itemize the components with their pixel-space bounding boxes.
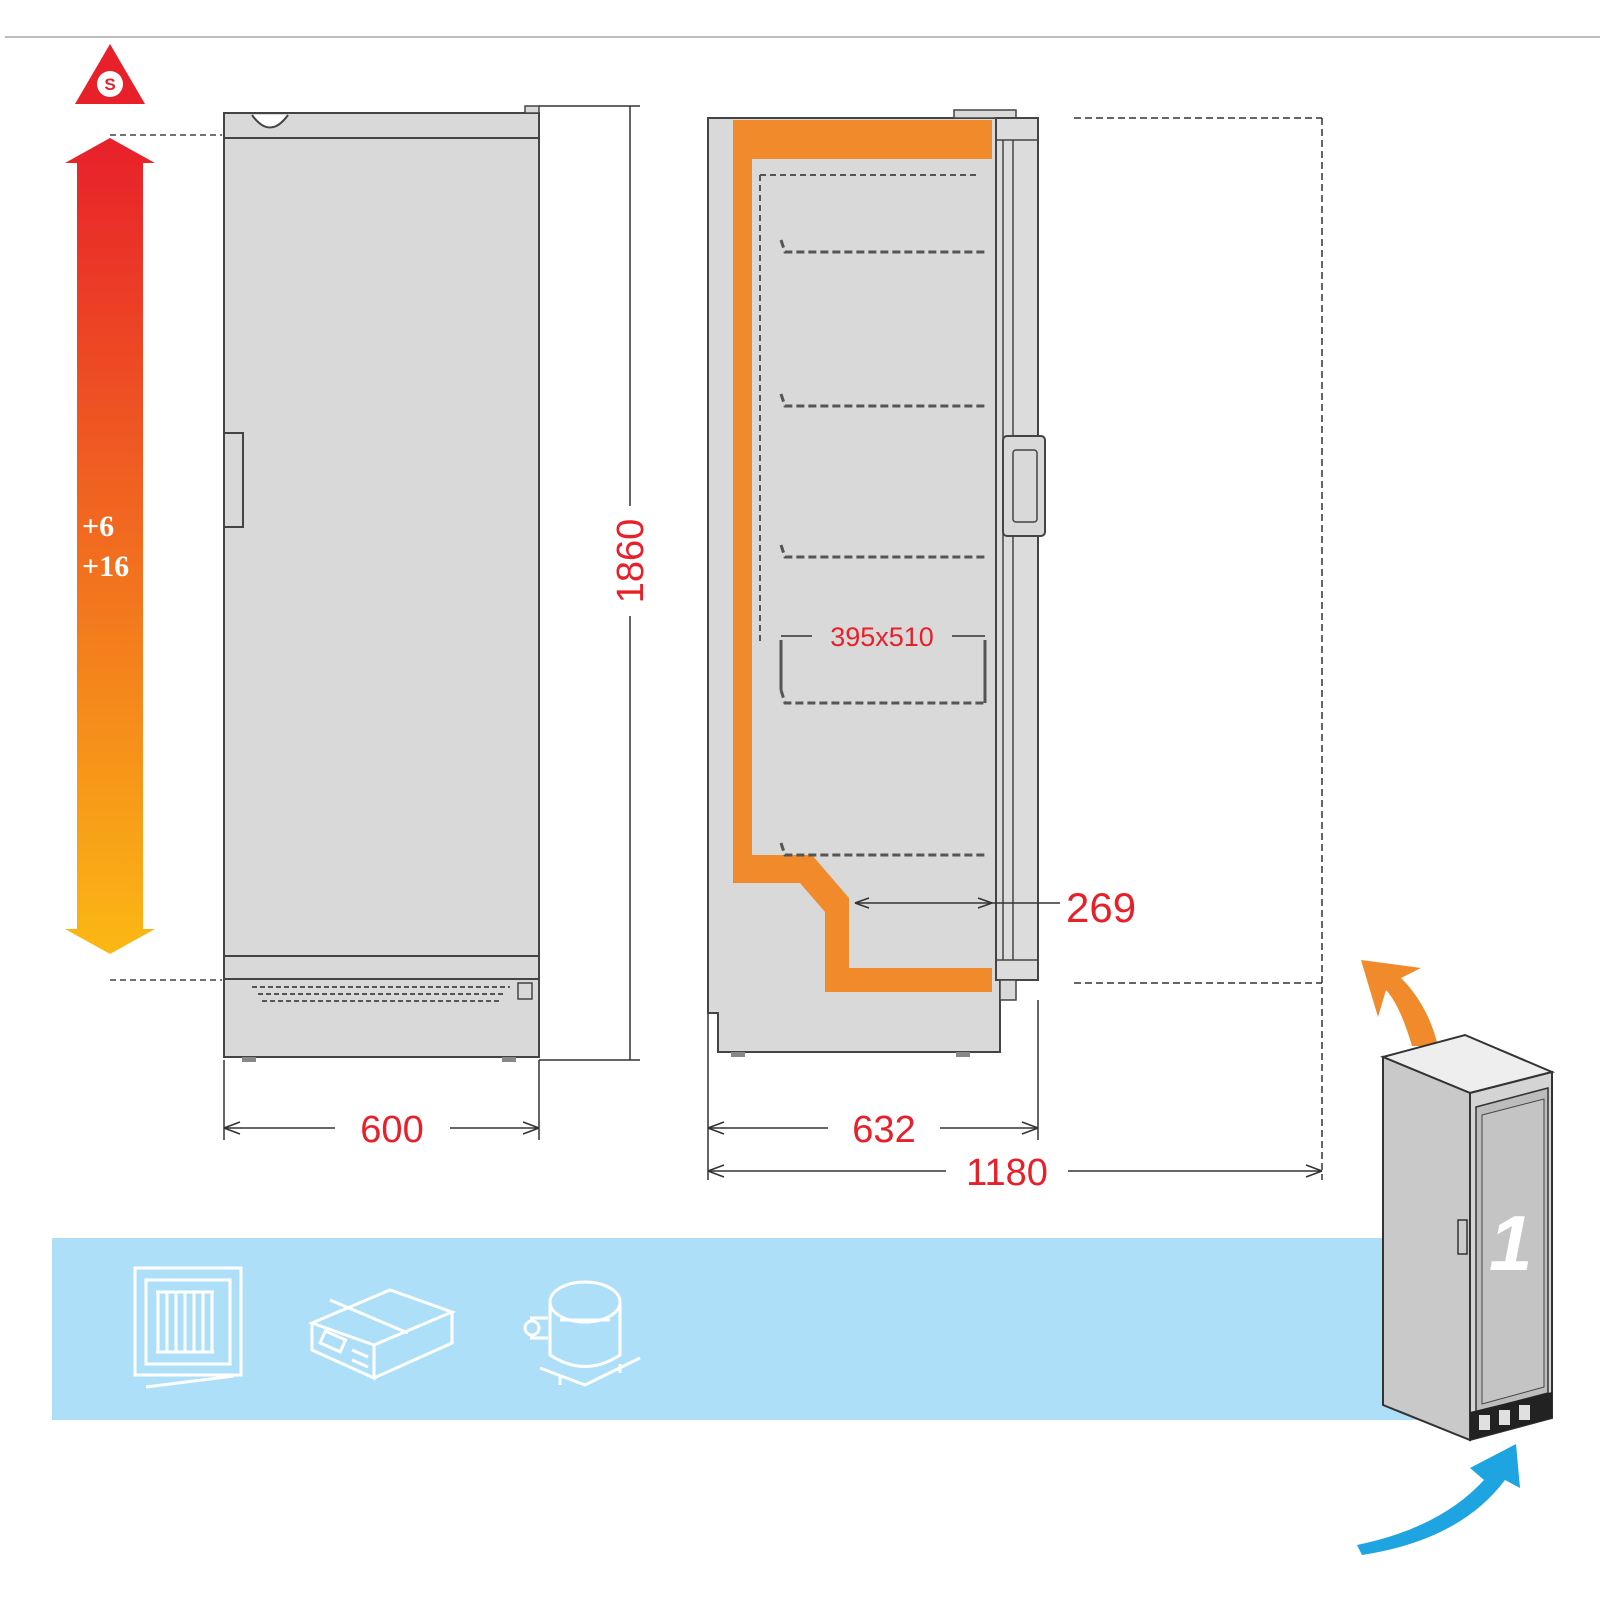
shelf-size-label: 395x510 <box>830 622 934 652</box>
front-vent-grille <box>252 986 510 1002</box>
depth-open-label: 1180 <box>966 1152 1048 1194</box>
width-front-label: 600 <box>360 1109 423 1151</box>
temperature-range-arrow: +6 +16 <box>65 138 155 954</box>
height-dimension-label: 1860 <box>610 519 652 604</box>
cabinet-3d-handle <box>1457 1219 1468 1255</box>
front-door-handle <box>223 432 244 528</box>
front-dimension-lines <box>223 105 640 1140</box>
airflow-out-arrow <box>1361 960 1438 1046</box>
airflow-in-arrow <box>1357 1444 1520 1555</box>
temp-min-label: +16 <box>82 550 129 583</box>
shelves <box>779 239 987 857</box>
side-view-cabinet <box>707 109 1046 1057</box>
electronic-controller-icon <box>307 1288 457 1381</box>
model-number: 1 <box>1489 1199 1532 1287</box>
front-view-cabinet <box>223 105 540 1062</box>
side-dimension-lines <box>707 117 1323 1180</box>
bottom-gap-label: 269 <box>1066 884 1136 931</box>
compressor-icon <box>523 1280 641 1387</box>
class-badge-icon: S <box>75 44 145 104</box>
cabinet-3d-illustration: 1 <box>1379 1033 1556 1442</box>
depth-side-label: 632 <box>852 1109 915 1151</box>
features-band <box>52 1238 1432 1420</box>
static-evaporator-icon <box>133 1266 243 1389</box>
badge-letter: S <box>104 75 115 94</box>
temp-max-label: +6 <box>82 510 114 543</box>
side-door-handle <box>1002 435 1046 537</box>
